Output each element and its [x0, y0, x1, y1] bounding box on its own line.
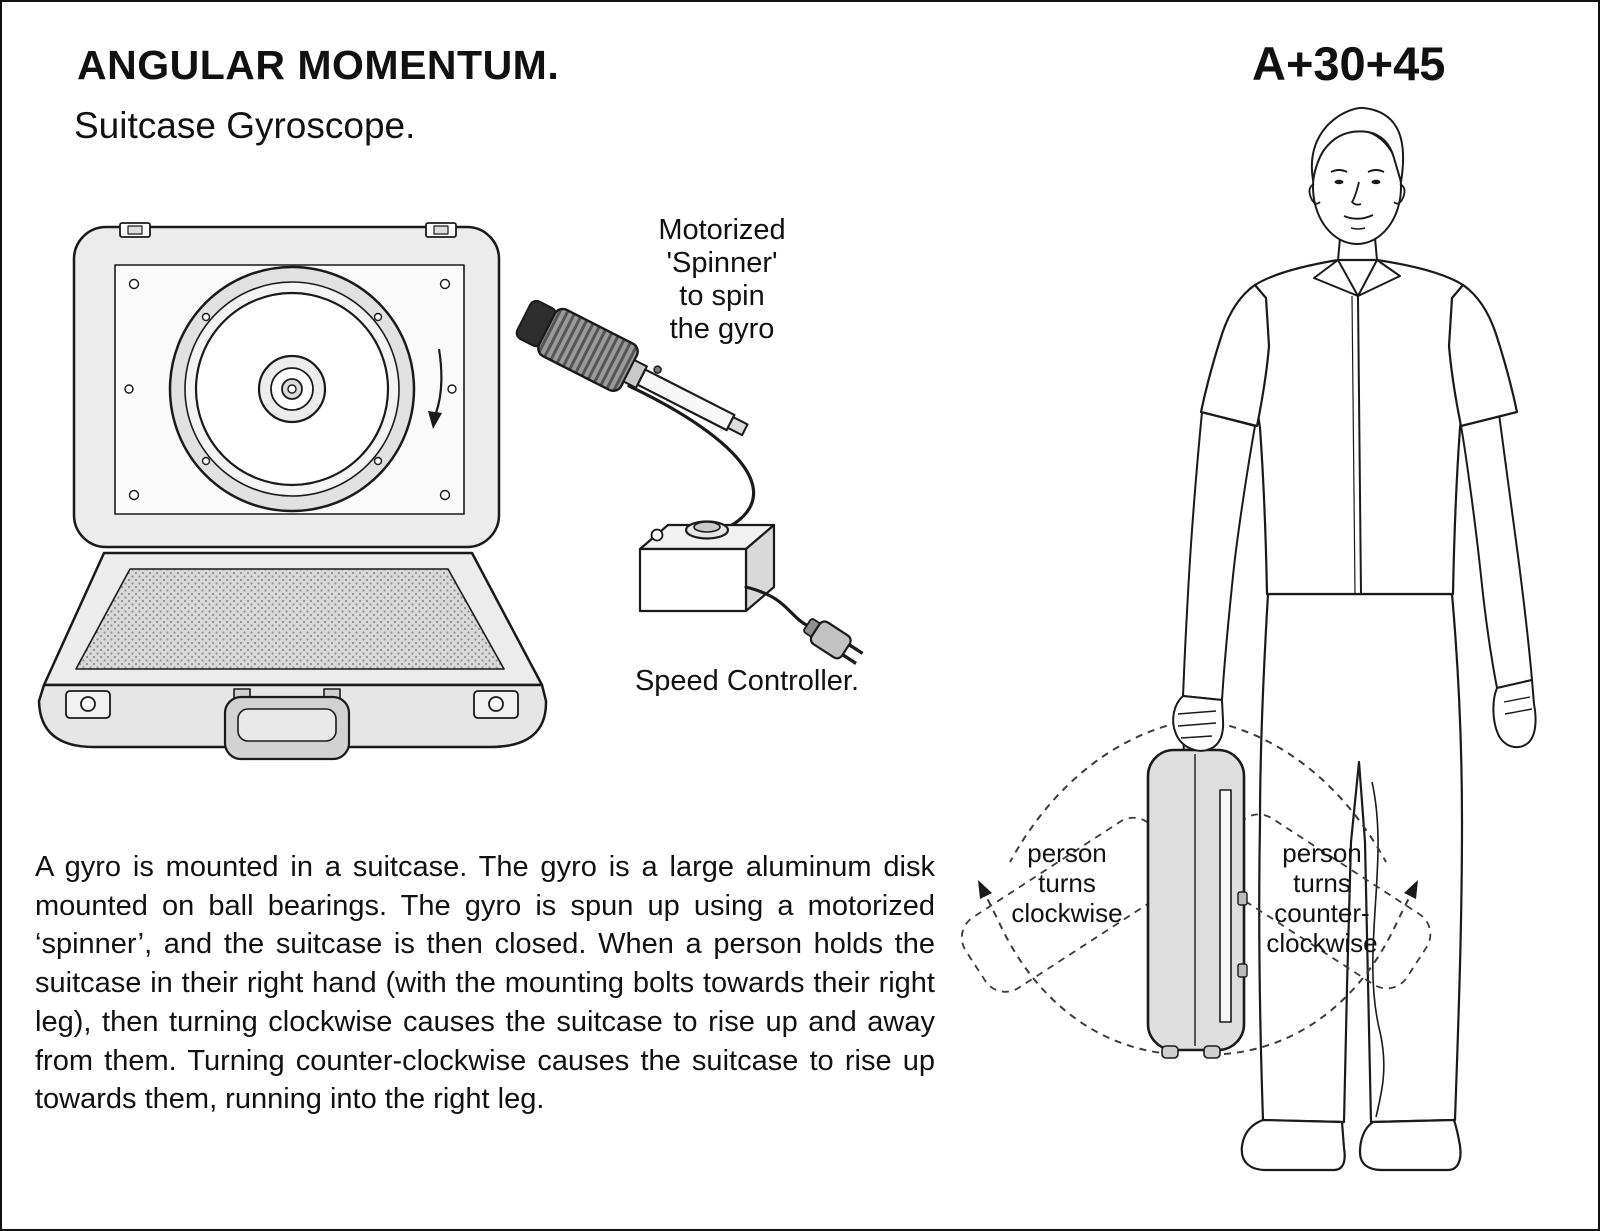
- held-suitcase: [1146, 707, 1248, 1059]
- catalog-code: A+30+45: [1252, 37, 1446, 90]
- power-plug: [803, 618, 864, 665]
- arrow-up-right: [1404, 880, 1418, 899]
- demo-description: A gyro is mounted in a suitcase. The gyr…: [35, 851, 935, 1116]
- mounting-bolt: [1237, 963, 1248, 978]
- spinner-label: Motorized 'Spinner' to spin the gyro: [658, 214, 786, 345]
- person-shoes: [1240, 1118, 1462, 1172]
- mounting-bolt: [1237, 891, 1248, 906]
- person-collar: [1313, 237, 1401, 297]
- swing-path-clockwise: [1009, 719, 1193, 863]
- suitcase-gyro-drawing: [37, 222, 548, 761]
- arrow-up-left: [978, 880, 992, 899]
- swing-path-counterclockwise: [1203, 719, 1387, 863]
- turn-clockwise-label: person turns clockwise: [1011, 838, 1123, 928]
- speed-controller-box: [638, 520, 776, 613]
- person-shirt: [1240, 258, 1478, 596]
- page-title: ANGULAR MOMENTUM.: [77, 42, 560, 88]
- person-right-hand: [1172, 695, 1225, 752]
- spin-direction-arrow: [428, 348, 443, 429]
- person-sleeves: [1199, 283, 1519, 428]
- spinner-controller-drawing: [515, 299, 864, 665]
- person-head: [1308, 106, 1406, 245]
- swing-path-counterclockwise-lower: [1223, 891, 1413, 1055]
- gyro-disk: [168, 265, 416, 513]
- person-arms: [1182, 411, 1537, 749]
- swing-path-clockwise-lower: [983, 891, 1173, 1055]
- suitcase-handle: [223, 688, 351, 761]
- spinner-cord: [627, 384, 756, 538]
- person-drawing: [960, 106, 1537, 1172]
- speed-controller-label: Speed Controller.: [634, 665, 860, 697]
- person-trousers: [1258, 592, 1464, 1124]
- turn-counterclockwise-label: person turns counter- clockwise: [1266, 838, 1378, 958]
- page-subtitle: Suitcase Gyroscope.: [74, 105, 416, 146]
- swing-arrowheads: [978, 880, 1418, 899]
- motorized-spinner: [515, 299, 749, 437]
- suitcase-bottom: [37, 551, 548, 749]
- mounting-screws: [124, 278, 457, 501]
